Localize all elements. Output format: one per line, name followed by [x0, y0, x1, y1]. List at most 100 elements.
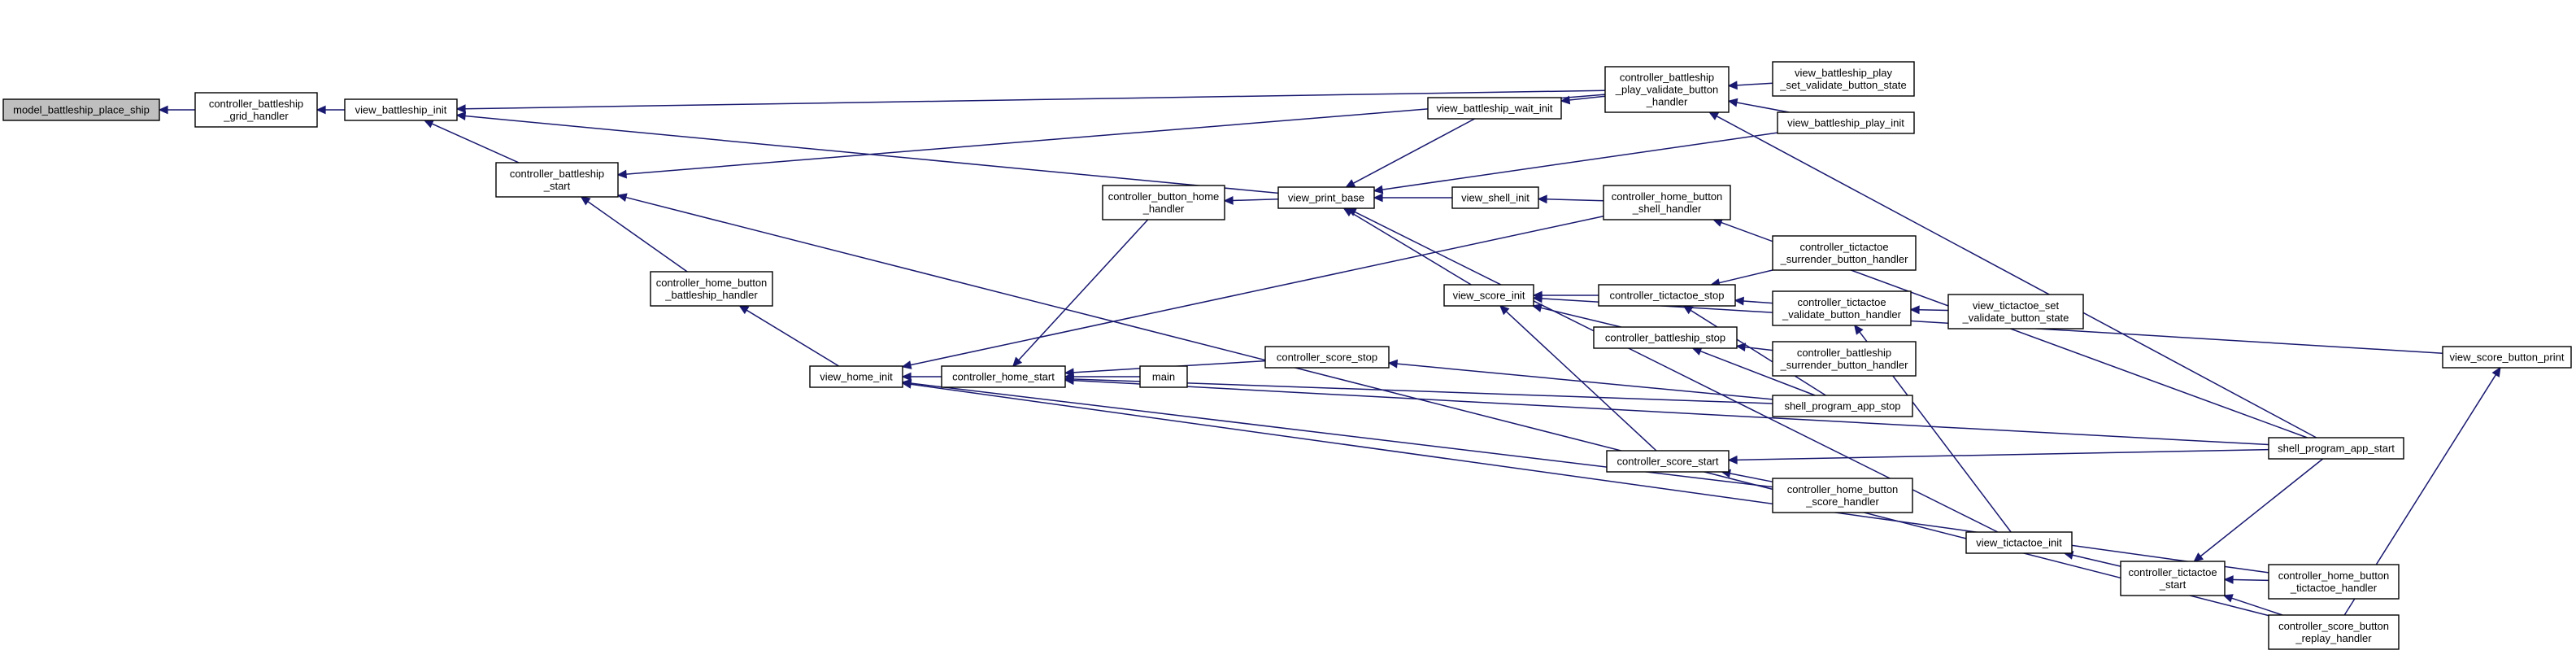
arrowhead — [1064, 368, 1074, 377]
call-edge-line — [1232, 199, 1279, 202]
node-label: _replay_handler — [2295, 632, 2372, 644]
node-controller-score-start[interactable]: controller_score_start — [1606, 450, 1730, 473]
call-edge — [1342, 207, 1472, 286]
node-controller-home-button-shell-handler[interactable]: controller_home_button_shell_handler — [1603, 185, 1731, 220]
arrowhead — [738, 305, 750, 315]
node-label: controller_tictactoe — [1799, 241, 1888, 253]
arrowhead — [1012, 356, 1023, 368]
node-label: view_print_base — [1288, 192, 1364, 204]
node-label: _start — [543, 180, 571, 192]
node-label: _play_validate_button — [1615, 84, 1719, 96]
call-graph-edges — [158, 81, 2501, 617]
node-label: controller_score_button — [2278, 620, 2389, 632]
call-edge-line — [1018, 219, 1149, 361]
call-edge-line — [1918, 309, 1949, 312]
call-edge — [1012, 219, 1149, 368]
call-edge-line — [1719, 269, 1773, 284]
call-edge — [1735, 343, 1773, 352]
arrowhead — [455, 104, 466, 114]
node-label: shell_program_app_stop — [1784, 400, 1900, 412]
node-label: view_home_init — [820, 371, 893, 383]
call-edge — [158, 105, 195, 115]
node-shell-program-app-start[interactable]: shell_program_app_start — [2268, 437, 2404, 460]
node-controller-button-home-handler[interactable]: controller_button_home_handler — [1102, 185, 1225, 220]
arrowhead — [2223, 575, 2234, 584]
call-edge — [315, 105, 345, 115]
node-box — [941, 365, 1066, 388]
node-box — [1772, 290, 1912, 326]
node-label: view_battleship_play_init — [1787, 117, 1904, 129]
arrowhead — [1735, 343, 1747, 352]
call-edge-line — [1690, 309, 1826, 396]
node-label: _handler — [1142, 203, 1185, 215]
node-box — [1772, 395, 1913, 417]
call-edge-line — [910, 216, 1604, 366]
call-edge-line — [1716, 116, 2317, 439]
call-graph-nodes: model_battleship_place_ship controller_ba… — [2, 61, 2572, 650]
node-controller-home-button-score-handler[interactable]: controller_home_button_score_handler — [1772, 478, 1913, 513]
node-view-home-init[interactable]: view_home_init — [809, 365, 903, 388]
node-box — [1603, 185, 1731, 220]
node-view-battleship-play-set-validate-button-state[interactable]: view_battleship_play_set_validate_button… — [1772, 61, 1915, 97]
node-box — [2268, 614, 2400, 650]
call-edge — [1345, 118, 1475, 188]
arrowhead — [315, 105, 326, 115]
node-label: _validate_button_handler — [1782, 308, 1902, 321]
call-edge — [1721, 469, 1773, 482]
call-edge — [1532, 290, 1599, 300]
node-view-print-base[interactable]: view_print_base — [1277, 186, 1375, 209]
node-controller-battleship-play-validate-button-handler[interactable]: controller_battleship_play_validate_butt… — [1604, 66, 1730, 113]
node-box — [809, 365, 903, 388]
arrowhead — [2193, 552, 2204, 562]
node-view-battleship-play-init[interactable]: view_battleship_play_init — [1777, 111, 1915, 134]
node-label: view_tictactoe_init — [1976, 537, 2062, 549]
node-box — [1772, 235, 1917, 271]
node-label: _battleship_handler — [664, 289, 758, 301]
call-edge — [1531, 303, 1621, 328]
node-controller-battleship-stop[interactable]: controller_battleship_stop — [1593, 326, 1738, 349]
node-controller-home-button-tictactoe-handler[interactable]: controller_home_button_tictactoe_handler — [2268, 564, 2400, 600]
node-controller-tictactoe-validate-button-handler[interactable]: controller_tictactoe_validate_button_han… — [1772, 290, 1912, 326]
node-controller-battleship-grid-handler[interactable]: controller_battleship_grid_handler — [194, 92, 318, 128]
arrowhead — [1560, 95, 1571, 105]
node-controller-home-button-battleship-handler[interactable]: controller_home_button_battleship_handle… — [650, 271, 773, 307]
node-controller-score-stop[interactable]: controller_score_stop — [1264, 346, 1390, 369]
node-controller-battleship-start[interactable]: controller_battleship_start — [495, 162, 619, 198]
node-controller-tictactoe-stop[interactable]: controller_tictactoe_stop — [1598, 284, 1736, 307]
node-controller-score-button-replay-handler[interactable]: controller_score_button_replay_handler — [2268, 614, 2400, 650]
arrowhead — [1373, 185, 1384, 194]
call-edge — [738, 305, 839, 367]
node-model-battleship-place-ship[interactable]: model_battleship_place_ship — [2, 98, 160, 121]
node-view-tictactoe-init[interactable]: view_tictactoe_init — [1965, 531, 2073, 554]
node-view-tictactoe-set-validate-button-state[interactable]: view_tictactoe_set_validate_button_state — [1947, 294, 2084, 329]
call-edge-line — [1073, 378, 1773, 404]
arrowhead — [1727, 455, 1738, 465]
node-view-shell-init[interactable]: view_shell_init — [1451, 186, 1539, 209]
node-box — [1443, 284, 1534, 307]
node-view-score-init[interactable]: view_score_init — [1443, 284, 1534, 307]
node-box — [1777, 111, 1915, 134]
node-controller-tictactoe-start[interactable]: controller_tictactoe_start — [2120, 561, 2226, 596]
arrowhead — [1727, 98, 1738, 107]
call-edge-line — [1073, 379, 2269, 446]
node-controller-tictactoe-surrender-button-handler[interactable]: controller_tictactoe_surrender_button_ha… — [1772, 235, 1917, 271]
node-shell-program-app-stop[interactable]: shell_program_app_stop — [1772, 395, 1913, 417]
node-view-battleship-wait-init[interactable]: view_battleship_wait_init — [1427, 97, 1562, 120]
call-edge — [1727, 448, 2269, 465]
arrowhead — [1734, 296, 1744, 306]
call-edge-line — [2231, 597, 2283, 616]
node-view-score-button-print[interactable]: view_score_button_print — [2442, 346, 2572, 369]
node-controller-battleship-surrender-button-handler[interactable]: controller_battleship_surrender_button_h… — [1772, 341, 1917, 377]
node-controller-home-start[interactable]: controller_home_start — [941, 365, 1066, 388]
node-main[interactable]: main — [1139, 365, 1188, 388]
node-box — [2, 98, 160, 121]
node-label: controller_battleship — [209, 98, 303, 110]
call-edge-line — [1743, 300, 1773, 304]
node-box — [194, 92, 318, 128]
arrowhead — [2491, 366, 2501, 377]
node-label: controller_score_start — [1617, 456, 1719, 468]
call-edge — [580, 196, 688, 273]
node-label: controller_home_button — [2278, 569, 2390, 582]
node-label: shell_program_app_start — [2278, 443, 2395, 455]
node-view-battleship-init[interactable]: view_battleship_init — [344, 98, 458, 121]
